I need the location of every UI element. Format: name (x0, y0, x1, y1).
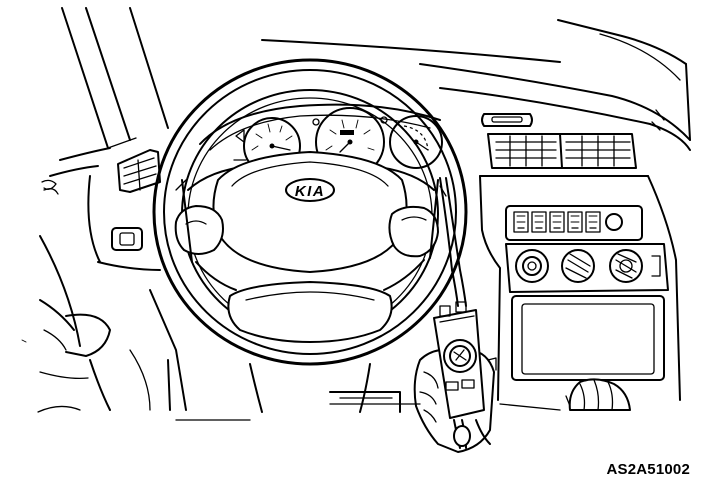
switch-row (513, 211, 601, 233)
left-dash-switch (111, 227, 143, 251)
lower-floor-lines (175, 403, 561, 421)
temperature-knob (561, 249, 595, 283)
heater-controls (505, 243, 669, 293)
tester-cable (439, 177, 467, 307)
center-console (479, 175, 681, 401)
hazard-button (605, 213, 623, 231)
kia-emblem-text: KIA (295, 183, 325, 200)
a-pillar (61, 7, 169, 149)
left-air-vent (117, 149, 161, 193)
switch-panel (505, 205, 643, 241)
steering-wheel: KIA (152, 58, 468, 366)
radio-bay (511, 295, 665, 381)
airbag-tester[interactable] (433, 301, 491, 449)
windshield-edge (261, 19, 691, 141)
lower-wheel-cover (227, 281, 393, 343)
left-door-panel (21, 147, 161, 413)
airbag-pad (212, 151, 408, 273)
figure-code-label: AS2A51002 (606, 461, 690, 478)
steering-column (249, 363, 401, 413)
fan-knob (515, 249, 549, 283)
lower-left-panel (129, 289, 187, 411)
center-air-vents (481, 113, 637, 169)
mode-knob (609, 249, 643, 283)
dashboard-top (419, 63, 691, 151)
left-horn-button (174, 205, 224, 255)
technician-hand-right (565, 378, 631, 411)
tester-dial (443, 339, 477, 373)
fuel-gauge (389, 115, 443, 169)
kia-emblem-oval (285, 178, 335, 202)
